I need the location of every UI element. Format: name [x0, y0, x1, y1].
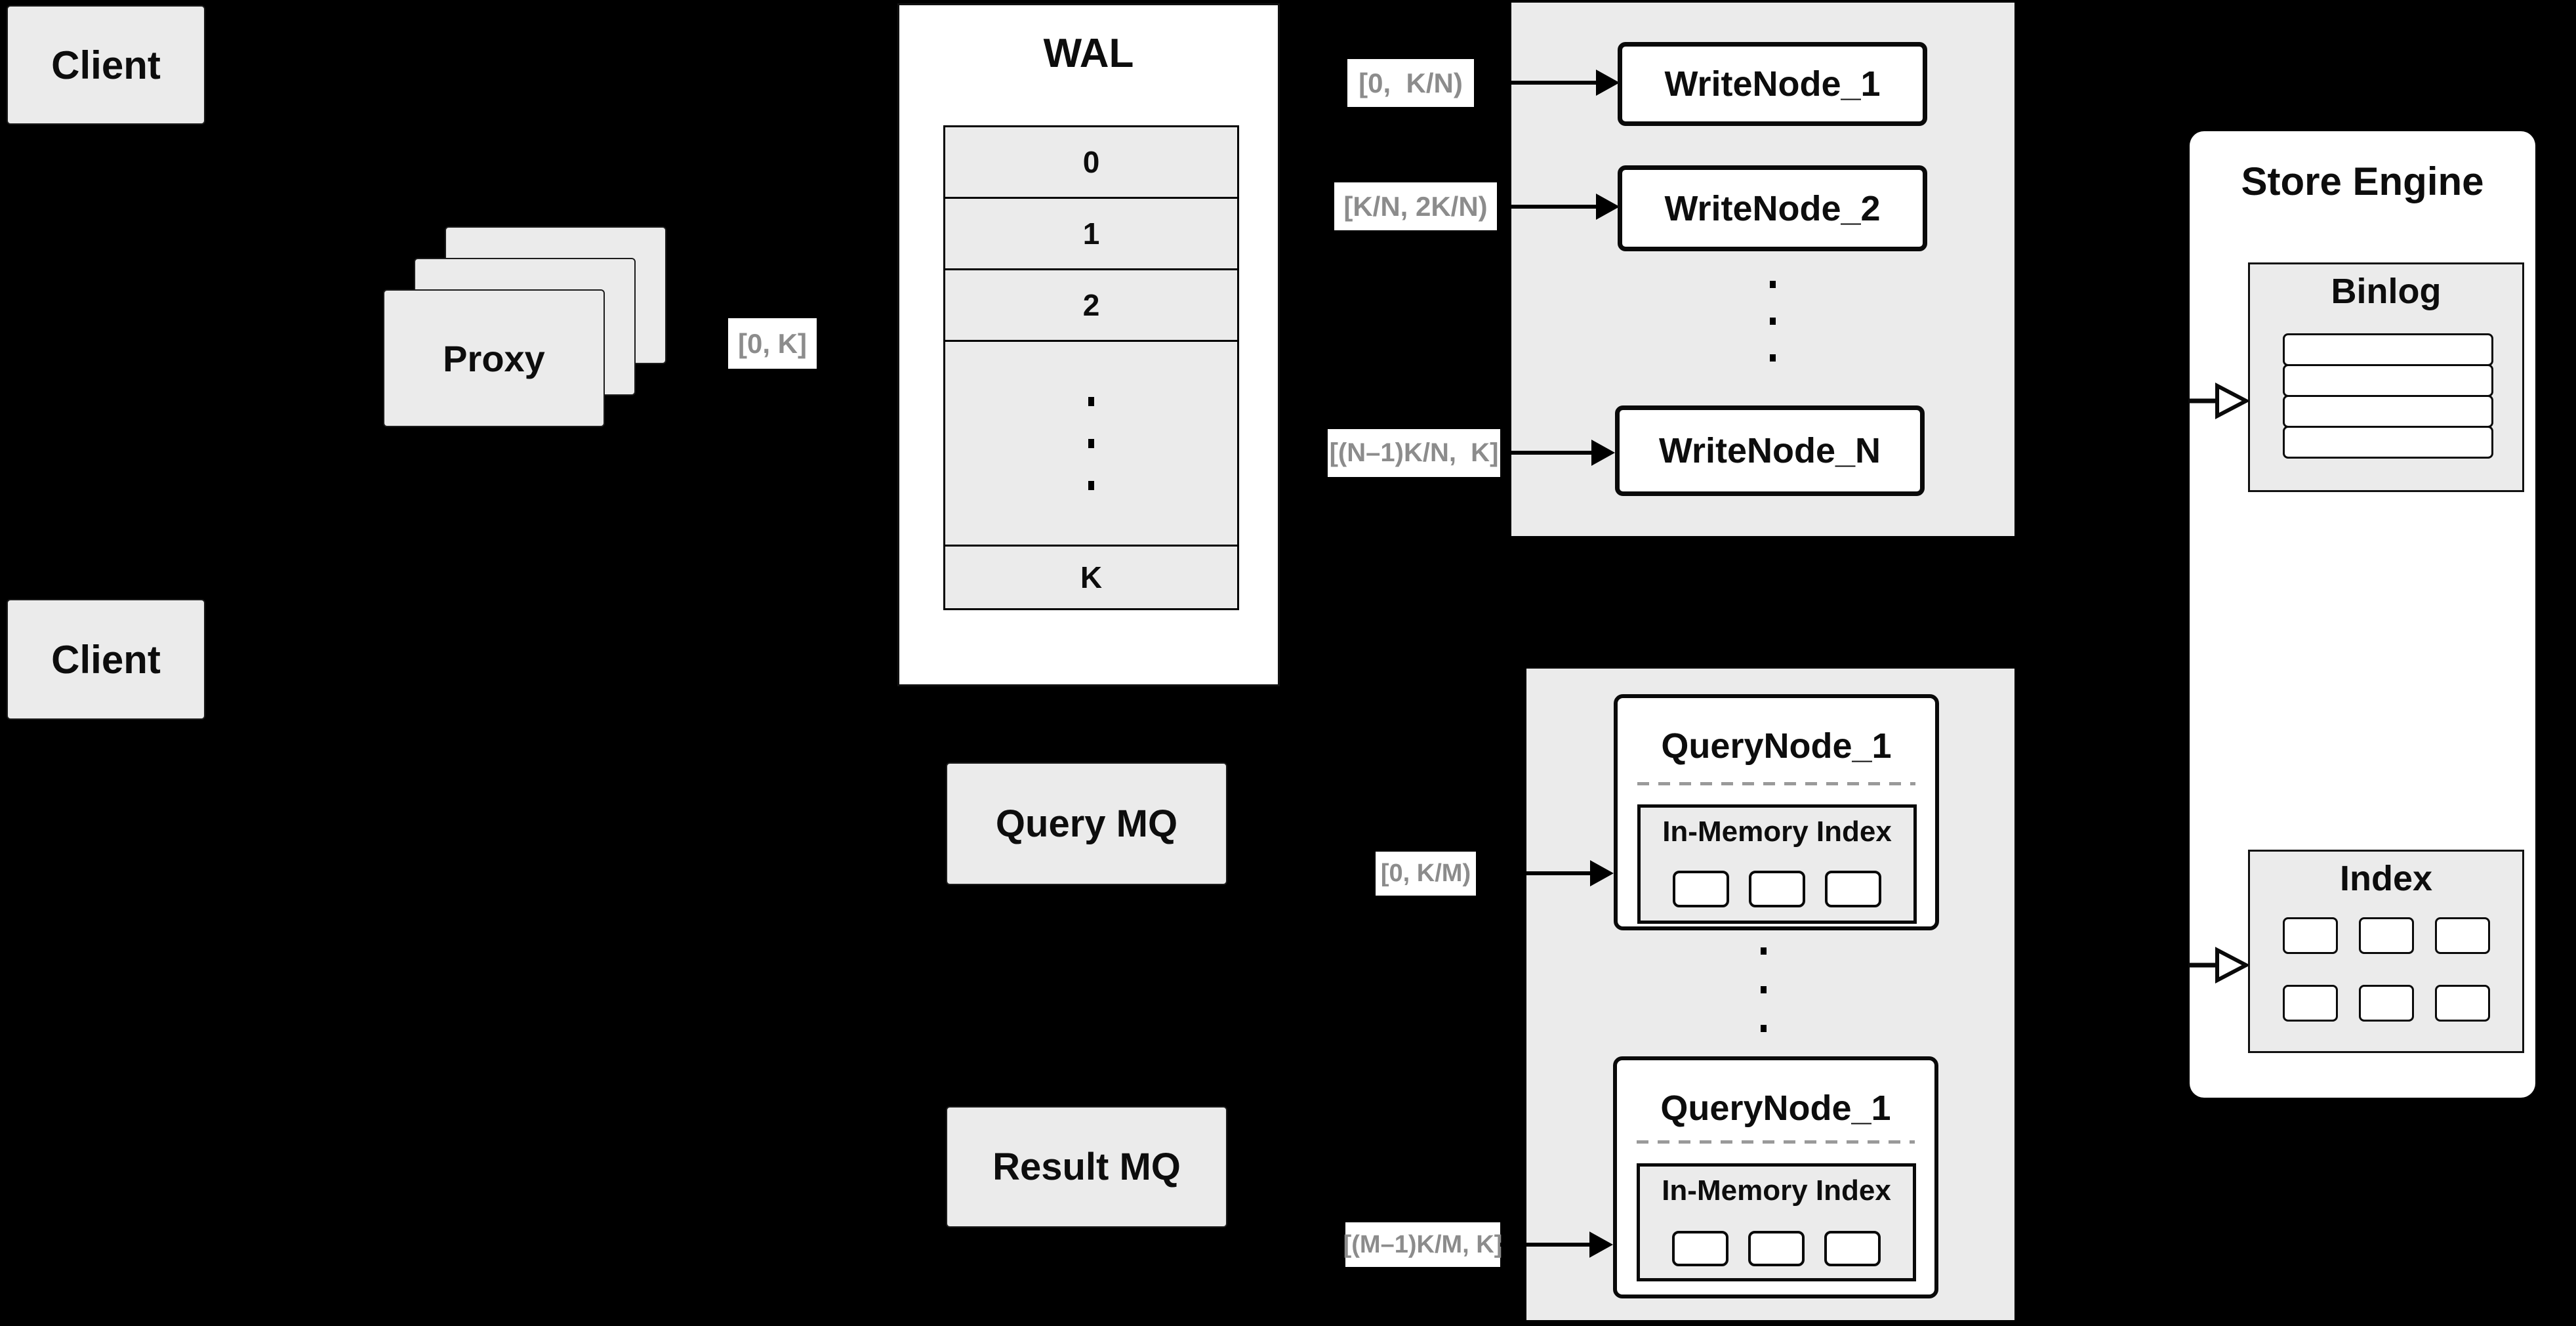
proxy-label: Proxy: [443, 337, 545, 379]
writenode-vertical-ellipsis: [1770, 281, 1776, 362]
binlog-title: Binlog: [2331, 272, 2442, 311]
querynode-top-dashed-separator: [1637, 782, 1915, 785]
result-mq-label: Result MQ: [992, 1146, 1181, 1188]
result-mq-box: Result MQ: [946, 1106, 1227, 1228]
querynode-bottom-box: QueryNode_1 In-Memory Index: [1613, 1056, 1938, 1298]
proxy-card-front: Proxy: [383, 289, 605, 427]
index-cell: [2434, 917, 2490, 954]
segment-cell: [1825, 871, 1881, 907]
querynode-vertical-ellipsis: [1761, 947, 1767, 1032]
binlog-rows: [2283, 333, 2493, 459]
index-cell: [2358, 985, 2414, 1022]
segment-cell: [1824, 1231, 1881, 1266]
querynode-top-title: QueryNode_1: [1661, 726, 1892, 766]
range-label-querynode-top: [0, K/M): [1376, 852, 1476, 896]
range-label-querynode-bottom: [(M–1)K/M, K]: [1343, 1222, 1502, 1267]
arrow-to-querynode-top-shaft: [1476, 871, 1590, 875]
arrow-to-writenodeN-shaft: [1500, 451, 1591, 455]
client-top-box: Client: [7, 5, 205, 125]
segment-cell: [1749, 871, 1805, 907]
segment-cell: [1672, 1231, 1728, 1266]
query-mq-label: Query MQ: [995, 802, 1178, 845]
writenode-n-box: WriteNode_N: [1615, 405, 1925, 496]
wal-row-1: 1: [943, 197, 1239, 270]
index-title: Index: [2339, 859, 2433, 898]
wal-vertical-ellipsis: [1088, 396, 1094, 490]
arrow-to-writenode2-shaft: [1497, 205, 1596, 209]
wal-row-0: 0: [943, 125, 1239, 199]
querynode-bottom-title: QueryNode_1: [1660, 1088, 1891, 1128]
segment-cell: [1673, 871, 1729, 907]
range-label-proxy-to-wal: [0, K]: [728, 318, 817, 369]
querynode-bottom-inmemory-box: In-Memory Index: [1637, 1163, 1916, 1281]
binlog-row: [2283, 395, 2493, 428]
arrow-to-writenode2-head: [1596, 194, 1620, 220]
binlog-row: [2283, 333, 2493, 366]
querynode-top-inmemory-title: In-Memory Index: [1662, 816, 1892, 848]
querynode-top-segment-cells: [1641, 871, 1913, 907]
arrow-to-writenodeN-head: [1591, 440, 1615, 466]
client-bottom-box: Client: [7, 599, 205, 720]
binlog-row: [2283, 426, 2493, 459]
arrow-to-writenode1-shaft: [1474, 81, 1596, 85]
arrow-to-querynode-bottom-head: [1589, 1232, 1613, 1258]
index-box: Index: [2248, 850, 2524, 1053]
index-cell: [2358, 917, 2414, 954]
index-cell: [2282, 985, 2338, 1022]
querynode-bottom-segment-cells: [1640, 1231, 1913, 1266]
wal-row-k: K: [943, 545, 1239, 610]
range-label-writenodeN: [(N–1)K/N, K]: [1328, 429, 1500, 477]
wal-row-2: 2: [943, 268, 1239, 342]
client-top-label: Client: [51, 43, 161, 87]
range-label-writenode1: [0, K/N): [1347, 59, 1474, 107]
querynode-bottom-dashed-separator: [1637, 1140, 1915, 1144]
wal-row-ellipsis: [943, 340, 1239, 547]
range-label-writenode2: [K/N, 2K/N): [1334, 182, 1497, 230]
index-cell: [2282, 917, 2338, 954]
writenode-1-box: WriteNode_1: [1618, 42, 1927, 126]
wal-segment-table: 0 1 2 K: [943, 125, 1239, 610]
store-engine-box: Store Engine Binlog Index: [2190, 131, 2535, 1098]
query-mq-box: Query MQ: [946, 762, 1227, 885]
index-cells-row-1: [2250, 917, 2522, 954]
arrow-to-querynode-top-head: [1590, 860, 1614, 886]
arrow-to-writenode1-head: [1596, 70, 1620, 96]
store-engine-title: Store Engine: [2241, 159, 2484, 203]
writenode-2-box: WriteNode_2: [1618, 165, 1927, 251]
client-bottom-label: Client: [51, 637, 161, 682]
querynode-top-box: QueryNode_1 In-Memory Index: [1614, 694, 1939, 930]
arrow-to-querynode-bottom-shaft: [1500, 1243, 1589, 1247]
querynode-bottom-inmemory-title: In-Memory Index: [1662, 1174, 1891, 1207]
querynode-top-inmemory-box: In-Memory Index: [1637, 804, 1917, 924]
binlog-box: Binlog: [2248, 262, 2524, 492]
binlog-row: [2283, 364, 2493, 397]
hollow-arrow-into-index: [2188, 947, 2249, 984]
index-cell: [2434, 985, 2490, 1022]
segment-cell: [1748, 1231, 1805, 1266]
writenode-1-label: WriteNode_1: [1664, 64, 1881, 104]
hollow-arrow-into-binlog: [2188, 383, 2249, 419]
wal-title: WAL: [1043, 31, 1134, 76]
writenode-2-label: WriteNode_2: [1664, 188, 1881, 228]
index-cells-row-2: [2250, 985, 2522, 1022]
wal-box: WAL 0 1 2 K: [897, 3, 1280, 686]
writenode-n-label: WriteNode_N: [1658, 431, 1881, 470]
